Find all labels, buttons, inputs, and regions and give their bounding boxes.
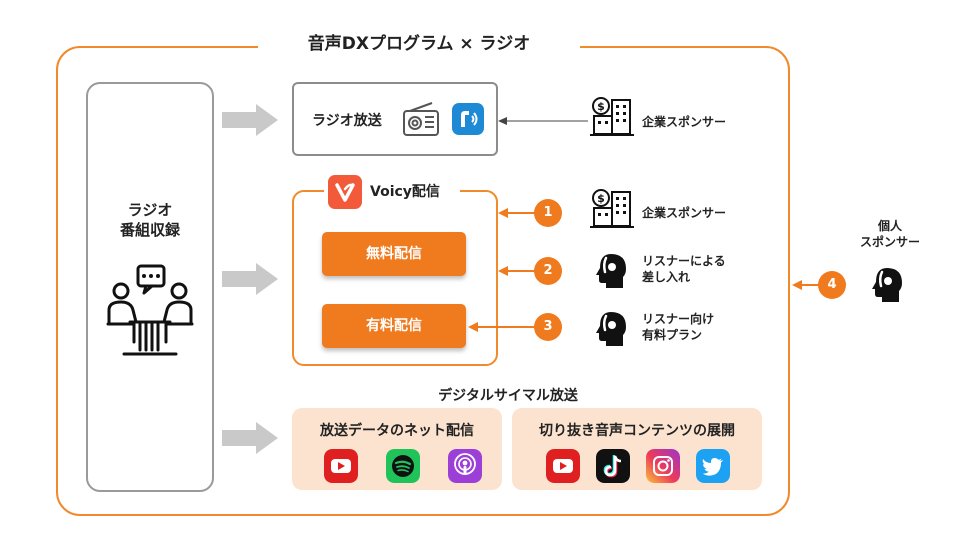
meeting-icon (106, 264, 194, 356)
recording-label: ラジオ 番組収録 (86, 200, 214, 240)
youtube-icon (324, 449, 358, 483)
connector-step-4 (792, 280, 820, 290)
svg-text:$: $ (597, 192, 605, 205)
step-3-badge: 3 (534, 313, 562, 341)
tiktok-icon (596, 449, 630, 483)
step-4-badge: 4 (818, 271, 846, 299)
instagram-icon (646, 449, 680, 483)
spotify-icon (386, 449, 420, 483)
step-2-badge: 2 (534, 257, 562, 285)
individual-sponsor-label: 個人 スポンサー (846, 218, 934, 250)
listener-gift-label: リスナーによる 差し入れ (642, 253, 726, 285)
podcasts-icon (448, 449, 482, 483)
flow-arrow-digital (222, 422, 278, 454)
listener-head-icon (596, 312, 626, 346)
radiko-icon (452, 103, 484, 135)
listener-paid-label: リスナー向け 有料プラン (642, 311, 714, 343)
listener-paid-line1: リスナー向け (642, 312, 715, 326)
free-distribution-button[interactable]: 無料配信 (322, 232, 466, 276)
listener-head-icon (872, 268, 902, 302)
youtube-icon (546, 449, 580, 483)
building-icon: $ (590, 189, 634, 228)
listener-gift-line1: リスナーによる (642, 254, 726, 268)
flow-arrow-radio (222, 104, 278, 136)
svg-text:$: $ (597, 100, 605, 113)
twitter-icon (696, 449, 730, 483)
building-icon: $ (590, 97, 634, 136)
connector-corporate-radio (498, 117, 588, 125)
listener-gift-line2: 差し入れ (642, 270, 691, 284)
recording-label-line2: 番組収録 (119, 221, 180, 239)
digital-simulcast-title: デジタルサイマル放送 (438, 388, 578, 404)
net-distribution-title: 放送データのネット配信 (320, 423, 474, 439)
connector-step-2 (498, 266, 536, 276)
radio-icon (403, 102, 439, 136)
recording-label-line1: ラジオ (127, 201, 173, 219)
page-title: 音声DXプログラム × ラジオ (258, 26, 580, 62)
corporate-sponsor-top-label: 企業スポンサー (642, 115, 727, 129)
individual-sponsor-line2: スポンサー (859, 235, 920, 249)
step-1-badge: 1 (534, 199, 562, 227)
corporate-sponsor-voicy-label: 企業スポンサー (642, 206, 727, 220)
recording-box (86, 82, 214, 492)
connector-step-1 (498, 208, 536, 218)
voicy-title: Voicy配信 (370, 184, 440, 200)
radio-broadcast-label: ラジオ放送 (312, 113, 382, 129)
clip-content-title: 切り抜き音声コンテンツの展開 (539, 423, 735, 439)
connector-step-3 (468, 322, 536, 332)
flow-arrow-voicy (222, 263, 278, 295)
voicy-logo-icon (328, 175, 362, 209)
listener-paid-line2: 有料プラン (642, 328, 703, 342)
listener-head-icon (596, 254, 626, 288)
individual-sponsor-line1: 個人 (877, 219, 902, 233)
paid-distribution-button[interactable]: 有料配信 (322, 304, 466, 348)
